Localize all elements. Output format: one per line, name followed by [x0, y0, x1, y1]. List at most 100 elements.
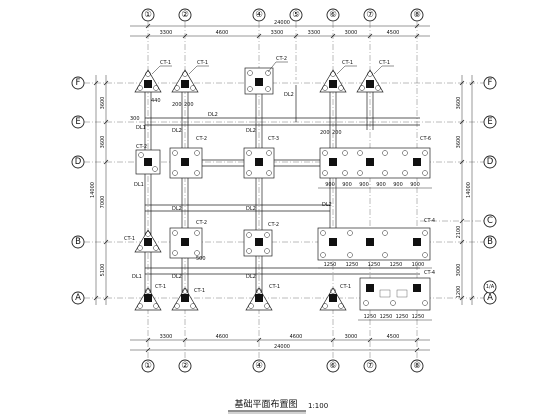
svg-text:⑧: ⑧	[413, 361, 421, 371]
left-dimensions: 14000 3600 3600 7000 5100	[90, 75, 109, 305]
dim-right-seg: 3000	[456, 264, 462, 277]
title-text: 基础平面布置图	[234, 398, 297, 410]
label-dl2: DL2	[322, 202, 332, 208]
label-ct2: CT-2	[268, 222, 279, 228]
cap-labels: CT-1 CT-1 CT-2 CT-1 CT-1 CT-2 CT-2 CT-3 …	[124, 56, 435, 294]
pile-cap-ct2	[243, 229, 273, 257]
svg-text:⑧: ⑧	[413, 10, 421, 20]
axis-bubble: ⑥	[326, 359, 340, 373]
axis-bubble: F	[483, 76, 497, 90]
axis-bubble: E	[71, 115, 85, 129]
pile-cap-ct2	[244, 67, 274, 95]
axis-bubble: ④	[252, 359, 266, 373]
cap-dim: 1250	[396, 314, 409, 320]
dim-top-seg: 4500	[387, 30, 400, 36]
dim-440: 440	[151, 98, 161, 104]
svg-text:F: F	[488, 78, 493, 88]
label-ct1: CT-1	[194, 288, 205, 294]
axis-bubble: A	[483, 291, 497, 305]
label-ct1: CT-1	[379, 60, 390, 66]
axis-bubble: D	[71, 155, 85, 169]
label-ct1: CT-1	[124, 236, 135, 242]
label-dl1: DL1	[132, 274, 142, 280]
svg-text:①: ①	[144, 10, 152, 20]
dim-right-seg: 2100	[456, 226, 462, 239]
dim-300: 300	[130, 116, 140, 122]
svg-text:E: E	[487, 117, 492, 127]
axis-bubble: ①	[141, 359, 155, 373]
label-dl1: DL1	[136, 125, 146, 131]
cap-dim: 900	[410, 182, 420, 188]
pile-cap-ct1	[134, 69, 162, 93]
axis-bubble: ④	[252, 8, 266, 22]
cap-dim: 1250	[346, 262, 359, 268]
dim-top-seg: 4600	[216, 30, 229, 36]
axis-bubble: B	[483, 235, 497, 249]
label-dl2: DL2	[208, 112, 218, 118]
cap-dim: 1250	[412, 314, 425, 320]
label-dl2: DL2	[246, 206, 256, 212]
label-dl2: DL2	[172, 128, 182, 134]
svg-text:B: B	[487, 237, 493, 247]
svg-text:①: ①	[144, 361, 152, 371]
dim-200: 200	[332, 130, 342, 136]
label-ct3: CT-3	[268, 136, 279, 142]
cap-dim: 1250	[380, 314, 393, 320]
axis-bubble: ②	[178, 8, 192, 22]
label-ct1: CT-1	[160, 60, 171, 66]
svg-text:B: B	[75, 237, 81, 247]
label-dl2: DL2	[246, 128, 256, 134]
label-dl2: DL2	[246, 274, 256, 280]
dim-bottom-seg: 3000	[345, 334, 358, 340]
label-ct1: CT-1	[197, 60, 208, 66]
cap-dim: 900	[342, 182, 352, 188]
axis-bubble: ⑦	[363, 359, 377, 373]
svg-text:⑦: ⑦	[366, 361, 374, 371]
svg-text:⑥: ⑥	[329, 10, 337, 20]
axis-bubble: ①	[141, 8, 155, 22]
top-dimensions: 24000 3300 4600 3300 3300 3000 4500	[130, 20, 430, 39]
axis-bubbles-bottom: ① ② ④ ⑥ ⑦ ⑧	[141, 359, 424, 373]
bottom-dimensions: 3300 4600 4600 3000 4500 24000	[130, 334, 430, 353]
axis-bubbles-right: F E D C B A 1/A	[483, 76, 497, 305]
dim-left-seg: 3600	[100, 136, 106, 149]
svg-text:F: F	[76, 78, 81, 88]
pile-cap-ct6	[319, 147, 431, 179]
dim-top-seg: 3300	[308, 30, 321, 36]
dim-500: 500	[196, 256, 206, 262]
dim-right-total: 14000	[466, 182, 472, 198]
svg-text:D: D	[75, 157, 82, 167]
pile-cap-ct1	[171, 287, 199, 311]
axis-bubble: ②	[178, 359, 192, 373]
label-ct2: CT-2	[136, 144, 147, 150]
svg-text:④: ④	[255, 361, 263, 371]
label-ct1: CT-1	[342, 60, 353, 66]
axis-bubble: E	[483, 115, 497, 129]
label-ct6: CT-6	[420, 136, 431, 142]
pile-cap-ct1	[356, 69, 384, 93]
pile-cap-ct2	[135, 149, 161, 175]
axis-bubble: C	[483, 214, 497, 228]
svg-text:⑤: ⑤	[292, 10, 300, 20]
label-dl2: DL2	[284, 92, 294, 98]
cap-dim: 1000	[412, 262, 425, 268]
right-dimensions: 3600 3600 2100 3000 1200 14000	[456, 75, 475, 305]
drawing-title: 基础平面布置图 1:100	[228, 398, 328, 414]
pile-cap-ct4	[359, 277, 431, 311]
label-ct1: CT-1	[155, 284, 166, 290]
dim-bottom-total: 24000	[274, 344, 290, 350]
cap-dim: 900	[325, 182, 335, 188]
dim-200: 200	[172, 102, 182, 108]
dim-top-seg: 3000	[345, 30, 358, 36]
pile-cap-ct1	[171, 69, 199, 93]
dim-bottom-seg: 3300	[160, 334, 173, 340]
pile-cap-ct4	[317, 227, 431, 261]
svg-text:D: D	[487, 157, 494, 167]
cap-dim: 1250	[324, 262, 337, 268]
svg-text:⑥: ⑥	[329, 361, 337, 371]
label-ct2: CT-2	[276, 56, 287, 62]
dim-top-seg: 3300	[160, 30, 173, 36]
dim-top-total: 24000	[274, 20, 290, 26]
axis-bubble: ⑥	[326, 8, 340, 22]
